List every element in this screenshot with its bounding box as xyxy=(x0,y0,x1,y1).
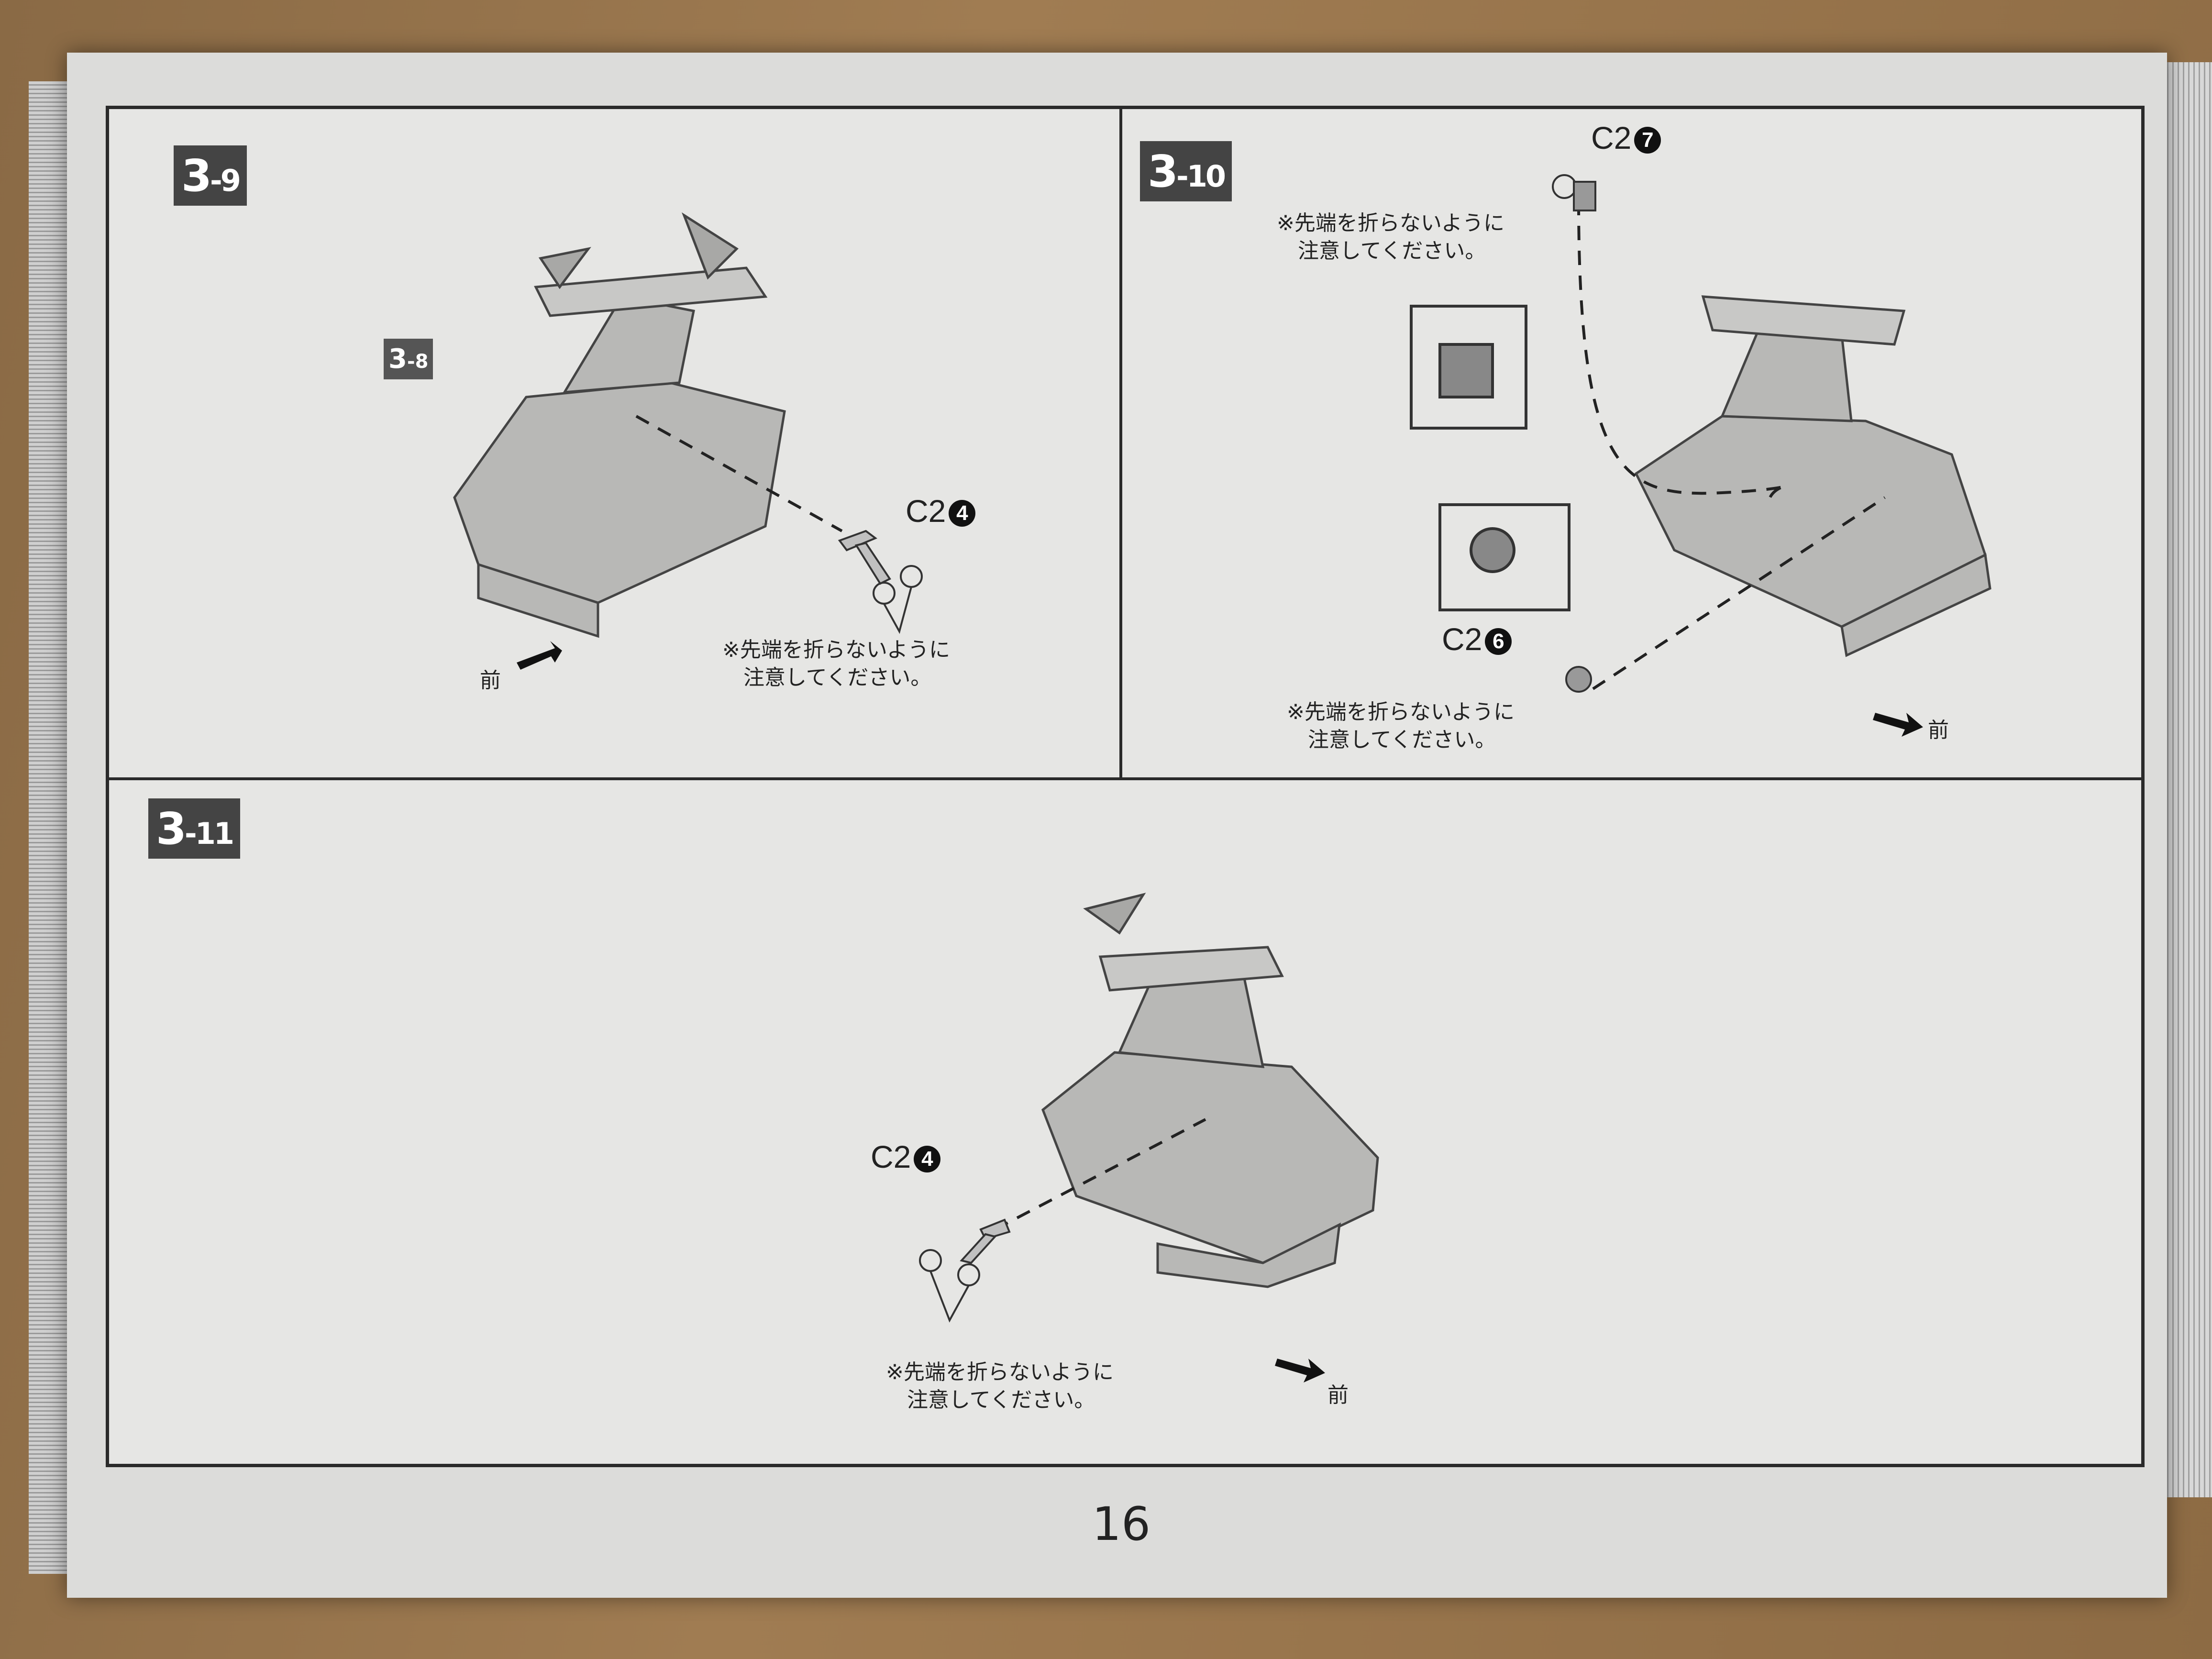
detail-callout-c2-6 xyxy=(1438,503,1571,611)
note-line-2: 注意してください。 xyxy=(1298,239,1486,263)
front-label: 前 xyxy=(1928,718,1949,742)
step-sub-number: -11 xyxy=(185,816,234,851)
note-line-1: ※先端を折らないように xyxy=(886,1360,1114,1384)
caution-note: ※先端を折らないように注意してください。 xyxy=(1287,698,1515,754)
part-number-badge: 4 xyxy=(949,500,976,527)
part-number-badge: 4 xyxy=(914,1146,941,1172)
part-runner: C2 xyxy=(871,1139,911,1174)
step-label-3-11: 3-11 xyxy=(148,798,241,859)
panel-divider-vertical xyxy=(1119,106,1122,780)
vehicle-illustration-3-10 xyxy=(1634,295,1991,657)
detail-callout-c2-7 xyxy=(1410,305,1527,430)
vehicle-illustration-3-11 xyxy=(1041,893,1379,1288)
front-arrow-3-10 xyxy=(1873,713,1923,737)
part-c2-7-illustration xyxy=(1552,174,1596,211)
step-number: 3 xyxy=(181,150,212,201)
part-number-badge: 6 xyxy=(1485,628,1512,655)
step-number: 3 xyxy=(1148,146,1178,197)
step-sub-number: -9 xyxy=(210,163,241,198)
ref-step-number: 3 xyxy=(388,343,407,375)
note-line-1: ※先端を折らないように xyxy=(1287,700,1515,724)
panel-divider-horizontal xyxy=(106,777,2145,780)
step-number: 3 xyxy=(156,803,187,854)
booklet-page-edges xyxy=(29,81,72,1574)
part-runner: C2 xyxy=(906,493,946,529)
part-c2-4-illustration xyxy=(919,1218,1011,1323)
note-line-1: ※先端を折らないように xyxy=(1277,211,1504,235)
caution-note: ※先端を折らないように注意してください。 xyxy=(722,636,950,692)
reference-step-label-3-8: 3-8 xyxy=(384,339,433,379)
ref-step-sub-number: -8 xyxy=(407,351,429,373)
front-label: 前 xyxy=(1327,1383,1349,1407)
note-line-2: 注意してください。 xyxy=(1308,728,1496,752)
step-label-3-10: 3-10 xyxy=(1140,141,1232,201)
note-line-2: 注意してください。 xyxy=(907,1388,1095,1412)
part-runner: C2 xyxy=(1442,621,1482,657)
assembly-guide-line xyxy=(1592,496,1886,690)
part-number-badge: 7 xyxy=(1634,127,1661,154)
part-runner: C2 xyxy=(1591,120,1632,155)
front-label: 前 xyxy=(480,668,501,693)
note-line-2: 注意してください。 xyxy=(743,665,932,690)
vehicle-illustration-3-9 xyxy=(453,212,786,638)
note-line-1: ※先端を折らないように xyxy=(722,638,950,662)
step-label-3-9: 3-9 xyxy=(174,145,247,206)
part-c2-4-illustration xyxy=(838,530,923,634)
page-number: 16 xyxy=(1092,1497,1151,1551)
caution-note: ※先端を折らないように注意してください。 xyxy=(886,1359,1114,1414)
front-arrow-3-9 xyxy=(517,641,562,670)
caution-note: ※先端を折らないように注意してください。 xyxy=(1277,210,1504,265)
front-arrow-3-11 xyxy=(1275,1359,1325,1382)
part-c2-6-illustration xyxy=(1565,666,1592,693)
step-sub-number: -10 xyxy=(1176,159,1226,194)
